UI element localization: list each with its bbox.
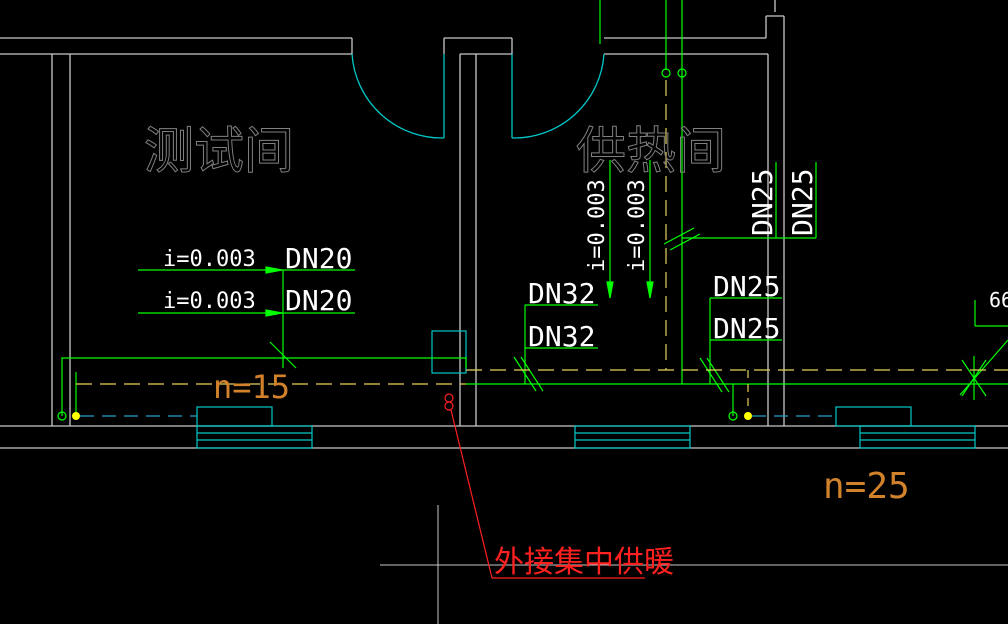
dn-label: DN32 xyxy=(528,277,595,310)
slope-label-vertical: i=0.003 xyxy=(625,179,650,272)
valve-box xyxy=(431,330,467,374)
radiator-middle xyxy=(574,425,691,449)
radiator-left xyxy=(196,406,313,449)
dn-label-vertical: DN25 xyxy=(746,169,779,236)
leader-line xyxy=(450,409,493,579)
dashed-lines xyxy=(76,80,1008,417)
valve-symbol xyxy=(444,393,454,403)
flow-arrows xyxy=(265,266,654,317)
door-swing-right xyxy=(511,53,605,139)
break-mark xyxy=(663,227,695,245)
pipes xyxy=(57,0,1008,421)
dn-label: DN20 xyxy=(285,242,352,275)
pipe-diagonal xyxy=(959,339,1008,396)
room-label-test: 测试间 xyxy=(144,122,294,180)
break-mark xyxy=(269,341,297,369)
pipe-labels: i=0.003 i=0.003 DN20 DN20 DN32 DN32 DN25… xyxy=(163,169,1008,353)
arrow-right xyxy=(265,266,283,274)
dn-label: DN25 xyxy=(713,270,780,303)
count-label-right: n=25 xyxy=(823,466,910,507)
room-label-heating: 供热间 xyxy=(576,122,726,180)
doors xyxy=(351,53,605,139)
supply-nodes xyxy=(72,412,752,420)
slope-label-vertical: i=0.003 xyxy=(585,179,610,272)
arrow-down xyxy=(646,281,654,299)
break-mark xyxy=(520,356,544,392)
dn-label: DN20 xyxy=(285,284,352,317)
break-mark xyxy=(669,233,701,251)
arrow-right xyxy=(265,309,283,317)
dn-label: DN32 xyxy=(528,320,595,353)
pipe-node xyxy=(661,68,671,78)
radiators xyxy=(196,330,976,449)
dn-label-vertical: DN25 xyxy=(786,169,819,236)
pipe-node xyxy=(677,68,687,78)
dn-label: DN25 xyxy=(713,312,780,345)
slope-label: i=0.003 xyxy=(163,247,256,272)
dn-label-partial: 66 xyxy=(989,288,1008,312)
break-mark xyxy=(706,357,730,393)
count-label-left: n=15 xyxy=(213,368,290,406)
pipe-node xyxy=(728,411,738,421)
radiator-right xyxy=(835,406,976,449)
supply-node xyxy=(72,412,80,420)
valve-symbol xyxy=(444,401,454,411)
arrow-down xyxy=(606,281,614,299)
annotation-leader xyxy=(444,393,645,579)
pipe-supply-left xyxy=(61,357,467,416)
break-mark xyxy=(699,357,723,393)
door-swing-left xyxy=(351,53,445,139)
supply-node xyxy=(744,412,752,420)
pipe-node xyxy=(57,411,67,421)
slope-label: i=0.003 xyxy=(163,289,256,314)
break-mark xyxy=(513,356,537,392)
external-supply-label: 外接集中供暖 xyxy=(494,545,674,580)
